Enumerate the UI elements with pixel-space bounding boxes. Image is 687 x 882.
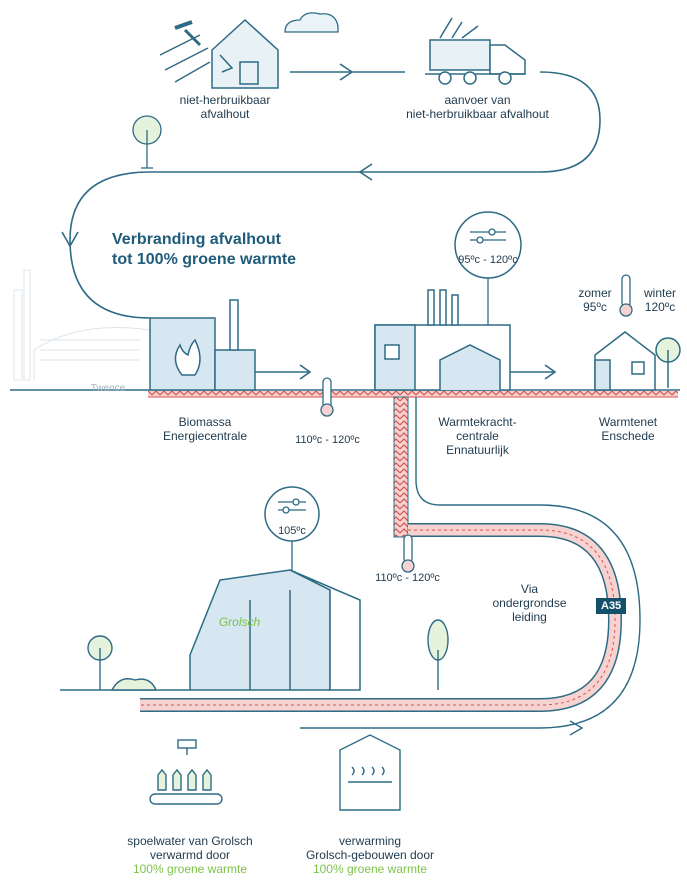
label-heating-line1: verwarming: [338, 834, 401, 848]
label-network-line2: Enschede: [601, 429, 655, 443]
winter-label: winter 120ºc: [636, 286, 684, 314]
grolsch-brewery: [189, 569, 361, 691]
label-source-line1: niet-herbruikbaar: [179, 93, 271, 107]
label-network: Warmtenet Enschede: [588, 415, 668, 443]
label-pipe-line2: ondergrondse: [492, 596, 567, 610]
chp-temp-label: 95ºc - 120ºc: [458, 254, 518, 266]
summer-label: zomer 95ºc: [570, 286, 620, 314]
tree-icon: [132, 115, 162, 169]
label-source: niet-herbruikbaar afvalhout: [160, 93, 290, 121]
headline-line1: Verbranding afvalhout: [112, 231, 281, 248]
temp-after-biomass: 110ºc - 120ºc: [295, 434, 360, 446]
supply-loop: [61, 63, 601, 319]
label-biomass-line2: Energiecentrale: [162, 429, 248, 443]
label-chp-line3: Ennatuurlijk: [446, 443, 509, 457]
temp-branch-pipe: 110ºc - 120ºc: [375, 572, 440, 584]
label-chp: Warmtekracht- centrale Ennatuurlijk: [420, 415, 535, 457]
heating-icon: [339, 734, 401, 811]
chp-gauge: [454, 211, 522, 325]
label-rinse-line3: 100% groene warmte: [132, 862, 248, 876]
headline-line2: tot 100% groene warmte: [112, 251, 297, 268]
summer-label-text: zomer: [578, 286, 612, 300]
flow-arrows: [255, 364, 557, 380]
biomass-plant: [149, 299, 256, 391]
house-icon: [594, 331, 681, 391]
rinse-water-icon: [149, 739, 223, 805]
winter-label-text: winter: [643, 286, 676, 300]
headline: Verbranding afvalhout tot 100% groene wa…: [112, 230, 296, 270]
label-pipe-line1: Via: [520, 582, 539, 596]
heat-pipe-main: [148, 391, 678, 397]
thermometer-icon: [320, 377, 334, 417]
label-biomass-line1: Biomassa: [178, 415, 232, 429]
grolsch-logo: Grolsch: [218, 615, 261, 629]
winter-value: 120ºc: [644, 300, 676, 314]
landscape: [60, 619, 449, 691]
label-rinse-line1: spoelwater van Grolsch: [127, 834, 253, 848]
truck-icon: [425, 17, 526, 85]
label-rinse-line2: verwarmd door: [149, 848, 231, 862]
label-heating: verwarming Grolsch-gebouwen door 100% gr…: [300, 834, 440, 876]
label-source-line2: afvalhout: [200, 107, 250, 121]
house-thermometer-icon: [619, 274, 633, 317]
label-rinse: spoelwater van Grolsch verwarmd door 100…: [110, 834, 270, 876]
label-heating-line3: 100% groene warmte: [312, 862, 428, 876]
label-heating-line2: Grolsch-gebouwen door: [305, 848, 435, 862]
pipe-thermometer-icon: [401, 534, 415, 573]
label-chp-line2: centrale: [456, 429, 499, 443]
label-supply-line2: niet-herbruikbaar afvalhout: [406, 107, 549, 121]
label-biomass: Biomassa Energiecentrale: [150, 415, 260, 443]
twence-silhouette: [13, 269, 151, 381]
label-supply-line1: aanvoer van: [444, 93, 511, 107]
label-supply: aanvoer van niet-herbruikbaar afvalhout: [385, 93, 570, 121]
twence-sign: Twence: [90, 383, 126, 394]
waste-wood-house-icon: [159, 18, 279, 89]
chp-plant: [374, 289, 511, 391]
heat-pipe-to-grolsch: [140, 396, 641, 736]
label-network-line1: Warmtenet: [598, 415, 658, 429]
label-pipe: Via ondergrondse leiding: [482, 582, 577, 624]
summer-value: 95ºc: [583, 300, 607, 314]
grolsch-gauge: [264, 486, 320, 570]
label-chp-line1: Warmtekracht-: [438, 415, 517, 429]
cloud-icon: [284, 12, 339, 33]
label-pipe-line3: leiding: [512, 610, 547, 624]
road-sign-a35: A35: [596, 598, 627, 614]
grolsch-temp-label: 105ºc: [278, 525, 306, 537]
